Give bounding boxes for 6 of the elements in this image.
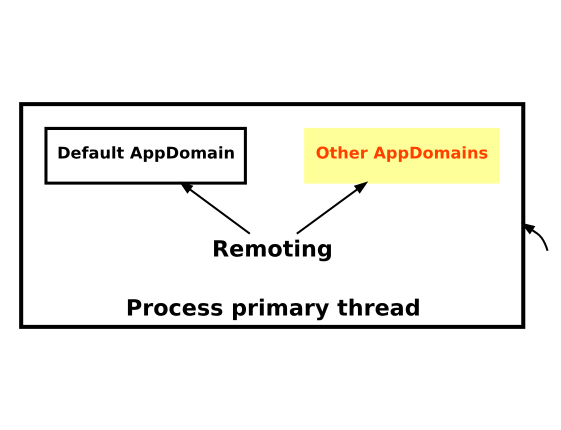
arrow xyxy=(296,180,368,234)
arrow xyxy=(178,180,250,234)
node-box: Other AppDomains xyxy=(304,127,500,184)
node-text: Remoting xyxy=(212,236,333,262)
node-box: Default AppDomain xyxy=(44,126,247,184)
arrow xyxy=(520,222,548,251)
